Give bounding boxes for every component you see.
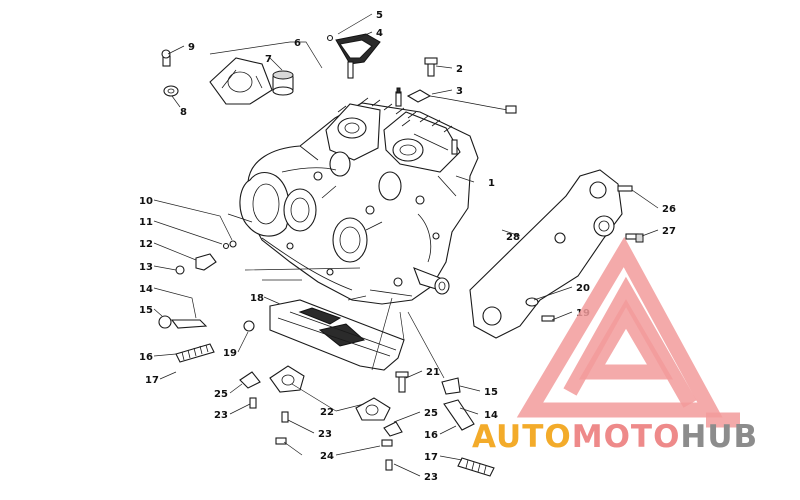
callout-28: 28 <box>506 232 520 243</box>
callout-16: 16 <box>139 352 153 363</box>
handle-bracket <box>326 33 381 79</box>
callout-15b: 15 <box>484 387 498 398</box>
left-fittings <box>158 240 237 363</box>
watermark-triangle-inner <box>578 299 674 380</box>
callout-8: 8 <box>180 107 187 118</box>
callout-9: 9 <box>188 42 195 53</box>
callout-4: 4 <box>376 28 383 39</box>
skid-plate <box>239 299 495 477</box>
callout-11: 11 <box>139 217 153 228</box>
watermark-text: AUTOMOTOHUB <box>472 419 758 455</box>
callout-21: 21 <box>426 367 440 378</box>
callout-23b: 23 <box>318 429 332 440</box>
watermark-moto: MOTO <box>572 419 681 455</box>
callout-23: 23 <box>214 410 228 421</box>
leader-lines <box>153 13 659 477</box>
callout-6: 6 <box>294 38 301 49</box>
callout-20: 20 <box>576 283 590 294</box>
callout-5: 5 <box>376 10 383 21</box>
callout-3: 3 <box>456 86 463 97</box>
callout-7: 7 <box>265 54 272 65</box>
callout-23c: 23 <box>424 472 438 483</box>
callout-12: 12 <box>139 239 153 250</box>
callout-13: 13 <box>139 262 153 273</box>
callout-19: 19 <box>223 348 237 359</box>
callout-17: 17 <box>145 375 159 386</box>
watermark-triangle-stroke <box>563 276 697 408</box>
automotohub-watermark: AUTOMOTOHUB <box>472 236 758 455</box>
bolt-and-sensor <box>406 57 517 114</box>
engine-block <box>227 87 479 305</box>
callout-17b: 17 <box>424 452 438 463</box>
callout-25b: 25 <box>424 408 438 419</box>
watermark-auto: AUTO <box>472 419 572 455</box>
callout-25: 25 <box>214 389 228 400</box>
callout-27: 27 <box>662 226 676 237</box>
callout-15: 15 <box>139 305 153 316</box>
callout-14b: 14 <box>484 410 498 421</box>
callout-2: 2 <box>456 64 463 75</box>
callout-22: 22 <box>320 407 334 418</box>
filter-housing <box>161 49 294 105</box>
callout-24: 24 <box>320 451 334 462</box>
callout-26: 26 <box>662 204 676 215</box>
watermark-triangle-outer <box>516 236 723 418</box>
mount-plate <box>469 169 644 339</box>
callout-10: 10 <box>139 196 153 207</box>
watermark-hub: HUB <box>680 419 758 455</box>
callout-18: 18 <box>250 293 264 304</box>
callout-16b: 16 <box>424 430 438 441</box>
callout-1: 1 <box>488 178 495 189</box>
callout-14: 14 <box>139 284 153 295</box>
